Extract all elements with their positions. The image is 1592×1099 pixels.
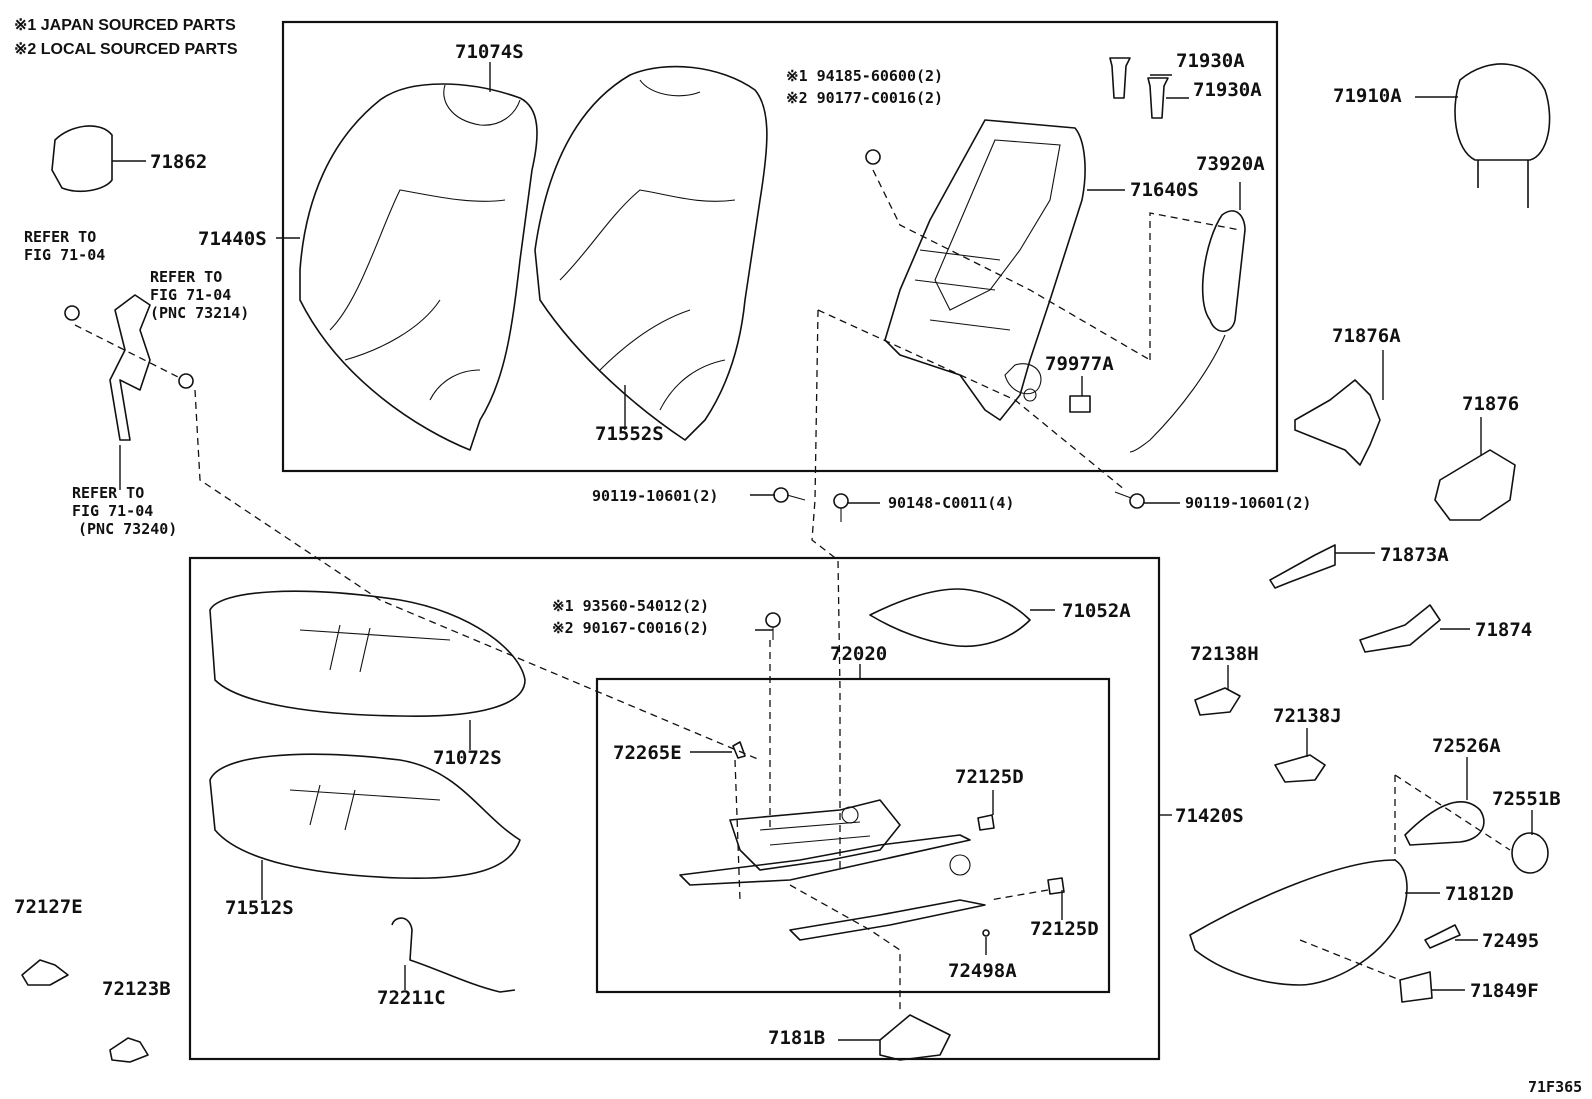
label-72138J: 72138J — [1273, 705, 1342, 727]
clip-72127E-drawing — [21, 959, 69, 986]
svg-text:REFER TO: REFER TO — [72, 484, 144, 502]
label-90177-C0016: ※2 90177-C0016(2) — [786, 89, 943, 107]
refer-note-2: REFER TO FIG 71-04 (PNC 73214) — [150, 268, 249, 322]
figure-code: 71F365 — [1528, 1078, 1582, 1096]
shield-71812D-drawing — [1189, 859, 1408, 986]
label-73920A: 73920A — [1196, 153, 1265, 175]
seat-cushion-pad-drawing — [209, 753, 521, 880]
label-72125D-upper: 72125D — [955, 766, 1024, 788]
svg-text:(PNC 73214): (PNC 73214) — [150, 304, 249, 322]
label-71640S: 71640S — [1130, 179, 1199, 201]
label-90119-10601-left: 90119-10601(2) — [592, 487, 718, 505]
bolt-93560-drawing — [765, 612, 781, 640]
label-72495: 72495 — [1482, 930, 1539, 952]
label-72211C: 72211C — [377, 987, 446, 1009]
label-71876: 71876 — [1462, 393, 1519, 415]
label-72125D-lower: 72125D — [1030, 918, 1099, 940]
headrest-drawing — [1454, 63, 1551, 208]
label-72123B: 72123B — [102, 978, 171, 1000]
label-71930A-lower: 71930A — [1193, 79, 1262, 101]
note-japan-sourced: ※1 JAPAN SOURCED PARTS — [14, 17, 236, 34]
seatbelt-buckle-drawing — [64, 294, 194, 441]
label-71440S: 71440S — [198, 228, 267, 250]
label-72526A: 72526A — [1432, 735, 1501, 757]
label-93560-54012: ※1 93560-54012(2) — [552, 597, 709, 615]
caution-label-drawing — [1069, 395, 1091, 413]
label-71873A: 71873A — [1380, 544, 1449, 566]
label-71812D: 71812D — [1445, 883, 1514, 905]
label-71074S: 71074S — [455, 41, 524, 63]
label-71876A: 71876A — [1332, 325, 1401, 347]
svg-text:REFER TO: REFER TO — [24, 228, 96, 246]
bolt-90148-drawing — [833, 493, 849, 522]
label-72127E: 72127E — [14, 896, 83, 918]
bolt-90119-right-drawing — [1114, 491, 1145, 509]
svg-text:(PNC 73240): (PNC 73240) — [78, 520, 177, 538]
refer-note-1: REFER TO FIG 71-04 — [24, 228, 105, 264]
seatback-cover-drawing — [299, 83, 538, 451]
label-72498A: 72498A — [948, 960, 1017, 982]
shield-71876A-drawing — [1294, 379, 1381, 466]
label-94185-60600: ※1 94185-60600(2) — [786, 67, 943, 85]
seat-adjuster-box — [595, 677, 1111, 994]
label-79977A: 79977A — [1045, 353, 1114, 375]
headrest-guide-drawing — [1109, 57, 1169, 119]
svg-text:FIG 71-04: FIG 71-04 — [150, 286, 231, 304]
bracket-72125D-2-drawing — [1047, 877, 1065, 895]
label-71512S: 71512S — [225, 897, 294, 919]
clip-72123B-drawing — [109, 1037, 149, 1063]
cover-71849F-drawing — [1399, 971, 1433, 1003]
label-72551B: 72551B — [1492, 788, 1561, 810]
label-71930A-upper: 71930A — [1176, 50, 1245, 72]
label-71849F: 71849F — [1470, 980, 1539, 1002]
knob-72551B-drawing — [1511, 832, 1549, 874]
label-90148-C0011: 90148-C0011(4) — [888, 494, 1014, 512]
label-72138H: 72138H — [1190, 643, 1259, 665]
bracket-72125D-1-drawing — [977, 814, 995, 831]
label-71552S: 71552S — [595, 423, 664, 445]
note-local-sourced: ※2 LOCAL SOURCED PARTS — [14, 41, 238, 58]
seat-back-assembly-box — [281, 20, 1279, 473]
lumbar-support-drawing — [1129, 210, 1246, 453]
cover-72495-drawing — [1424, 924, 1461, 949]
label-71874: 71874 — [1475, 619, 1532, 641]
shield-71876-drawing — [1434, 449, 1516, 521]
label-71072S: 71072S — [433, 747, 502, 769]
cover-71874-drawing — [1359, 604, 1441, 653]
clip-72265E-drawing — [732, 741, 746, 759]
cover-71873A-drawing — [1269, 544, 1336, 589]
seat-adjuster-drawing — [679, 799, 986, 941]
label-72265E: 72265E — [613, 742, 682, 764]
label-71910A: 71910A — [1333, 85, 1402, 107]
svg-text:FIG 71-04: FIG 71-04 — [72, 502, 153, 520]
svg-text:REFER TO: REFER TO — [150, 268, 222, 286]
seat-cover-bracket-drawing — [51, 125, 113, 192]
wire-72211C-drawing — [391, 917, 516, 993]
label-71052A: 71052A — [1062, 600, 1131, 622]
wire-71052A-drawing — [869, 588, 1031, 648]
label-71420S: 71420S — [1175, 805, 1244, 827]
bolt-90119-left-drawing — [773, 487, 806, 503]
svg-text:FIG 71-04: FIG 71-04 — [24, 246, 105, 264]
nut-drawing — [865, 149, 881, 165]
hinge-7181B-drawing — [879, 1014, 951, 1061]
clip-72498A-drawing — [982, 929, 990, 937]
seat-cushion-cover-drawing — [209, 590, 526, 717]
label-72020: 72020 — [830, 643, 887, 665]
label-7181B: 7181B — [768, 1027, 825, 1049]
label-71862: 71862 — [150, 151, 207, 173]
clip-72138H-drawing — [1194, 687, 1241, 716]
seat-cushion-assembly-box — [188, 556, 1161, 1061]
knob-72526A-drawing — [1404, 801, 1485, 846]
label-90167-C0016: ※2 90167-C0016(2) — [552, 619, 709, 637]
label-90119-10601-right: 90119-10601(2) — [1185, 494, 1311, 512]
seatback-frame-drawing — [884, 119, 1086, 421]
seatback-pad-drawing — [534, 65, 768, 441]
clip-72138J-drawing — [1274, 754, 1326, 783]
refer-note-3: REFER TO FIG 71-04 (PNC 73240) — [72, 484, 177, 538]
